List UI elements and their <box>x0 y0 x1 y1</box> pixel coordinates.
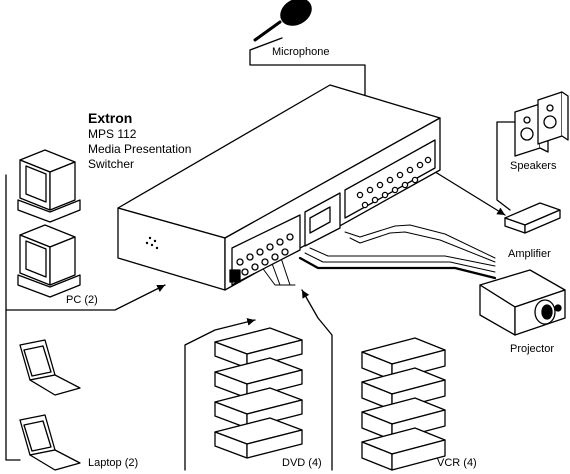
microphone-label: Microphone <box>272 46 330 58</box>
dvd-label: DVD (4) <box>282 457 322 469</box>
switcher-icon <box>117 84 441 291</box>
projector-icon <box>479 269 566 336</box>
speakers-label: Speakers <box>510 160 557 172</box>
dvd-player-icon <box>214 327 303 459</box>
switcher-title-line2: Media Presentation <box>88 142 192 156</box>
desktop-computer-icon <box>17 149 81 298</box>
cables <box>5 37 516 471</box>
amplifier-label: Amplifier <box>508 248 551 260</box>
pc-label: PC (2) <box>66 294 98 306</box>
microphone-icon <box>253 0 312 42</box>
vcr-icon <box>361 337 446 471</box>
speaker-icon <box>514 91 569 157</box>
amplifier-icon <box>504 202 561 234</box>
vcr-label: VCR (4) <box>437 457 477 469</box>
switcher-title-line3: Switcher <box>88 157 135 171</box>
switcher-model: MPS 112 <box>88 127 137 141</box>
switcher-brand: Extron <box>88 110 133 126</box>
laptop-icon <box>19 339 81 471</box>
laptop-label: Laptop (2) <box>88 457 139 469</box>
projector-label: Projector <box>510 343 555 355</box>
